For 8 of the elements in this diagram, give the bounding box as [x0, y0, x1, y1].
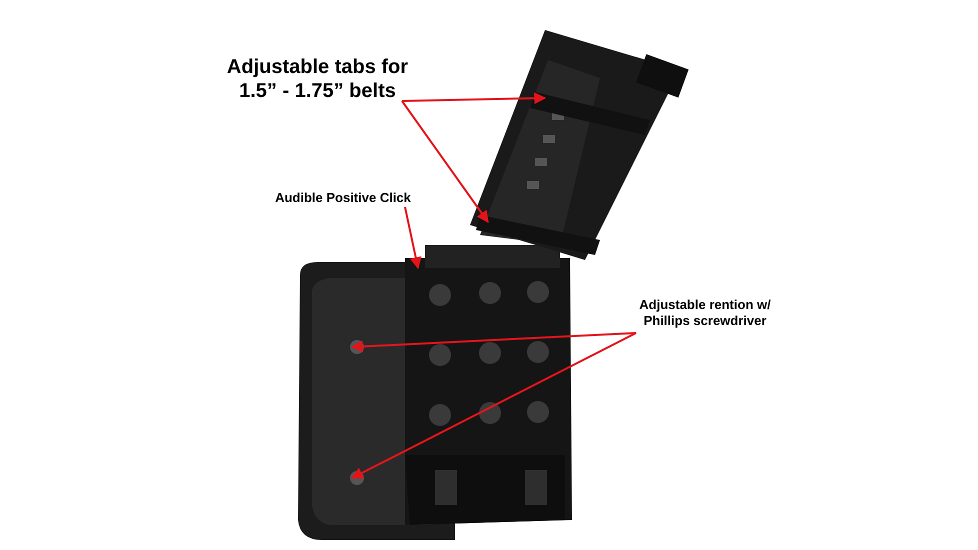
callout-text: Audible Positive Click — [258, 190, 428, 206]
leader-line — [402, 92, 546, 104]
leader-line — [404, 206, 422, 270]
leader-line — [401, 100, 489, 223]
leader-line — [350, 332, 636, 352]
callout-text: Adjustable rention w/ Phillips screwdriver — [620, 297, 790, 328]
callout-text: Adjustable tabs for 1.5” - 1.75” belts — [210, 55, 425, 103]
leader-line — [350, 332, 636, 479]
